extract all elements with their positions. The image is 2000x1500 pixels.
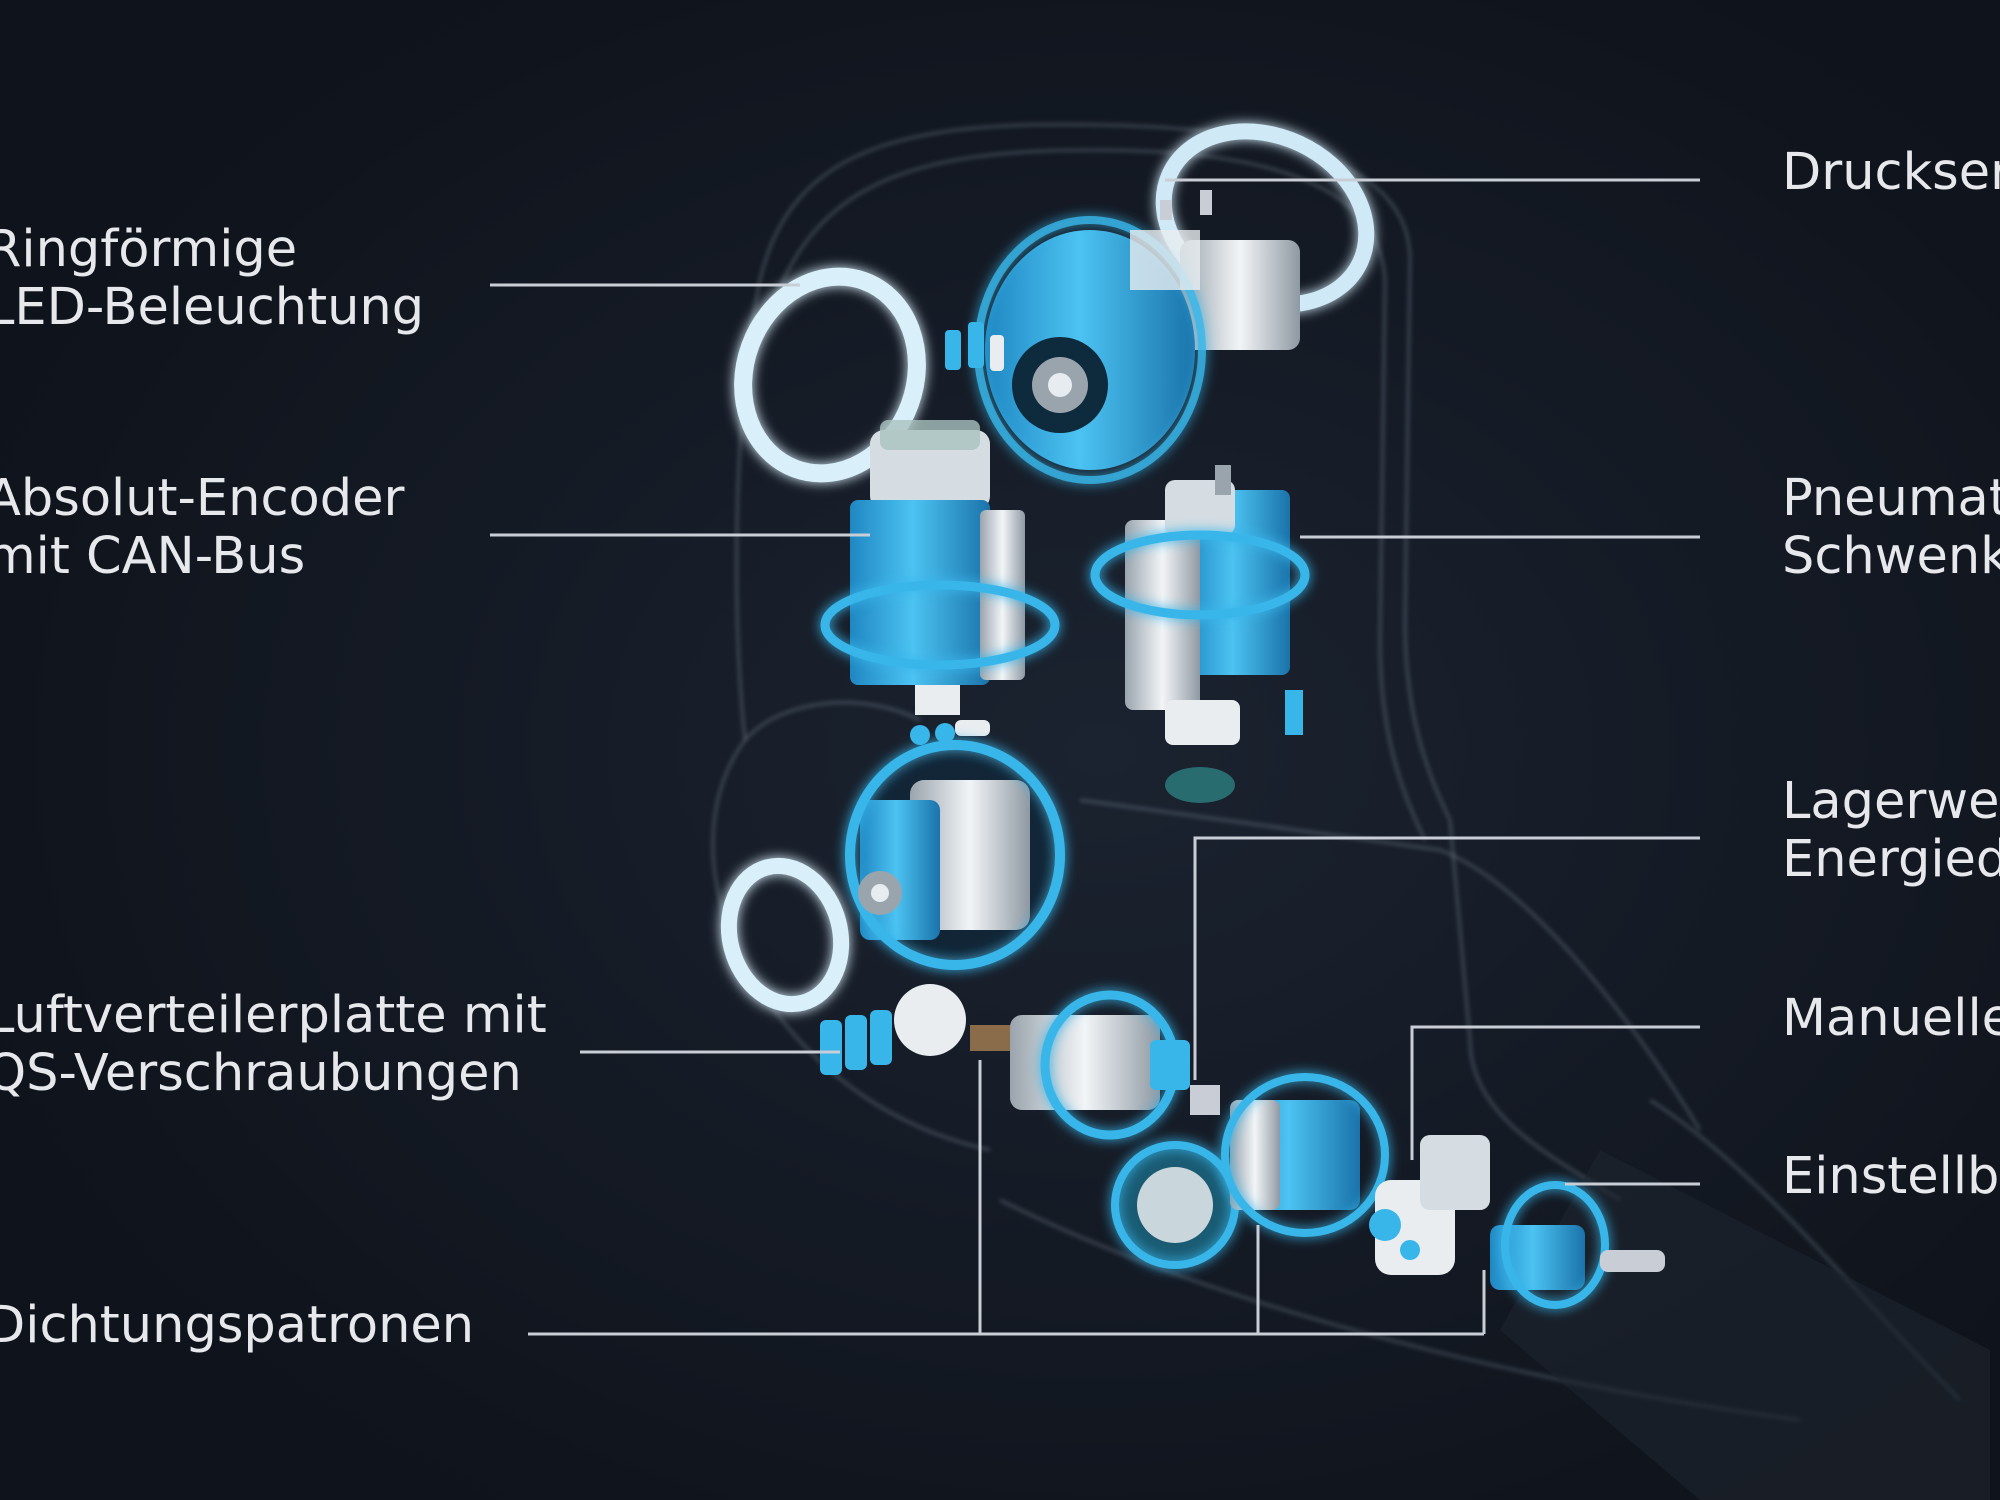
leader-line-lagerwelle	[1193, 836, 1700, 1080]
label-dichtungspatronen: Dichtungspatronen	[0, 1296, 475, 1355]
swivel-block	[1090, 465, 1310, 803]
lower-actuator-1	[1010, 990, 1220, 1140]
glow-ring-led	[734, 267, 926, 483]
leader-line-manuelle	[1410, 1025, 1700, 1160]
label-drucksensor: Druckser	[1782, 143, 2000, 202]
label-luftverteilerplatte: Luftverteilerplatte mit QS-Verschraubung…	[0, 986, 547, 1103]
leader-lines	[490, 178, 1700, 1336]
label-manuelle: Manuelle	[1782, 989, 2000, 1048]
label-ring-led: Ringförmige LED-Beleuchtung	[0, 220, 425, 337]
label-absolut-encoder: Absolut-Encoder mit CAN-Bus	[0, 469, 405, 586]
connectors-top	[945, 322, 1004, 371]
label-einstellbar: Einstellba	[1782, 1147, 2000, 1206]
label-lagerwelle: Lagerwel Energied	[1782, 772, 2000, 889]
lower-actuator-3	[1369, 1135, 1665, 1309]
label-pneumatik: Pneumat Schwenk	[1782, 469, 2000, 586]
encoder-block	[820, 420, 1060, 745]
lower-actuator-2	[1111, 1073, 1389, 1269]
housing-grip	[1500, 1150, 1990, 1500]
middle-actuator	[845, 740, 1065, 970]
glow-ring-middle	[720, 857, 850, 1013]
